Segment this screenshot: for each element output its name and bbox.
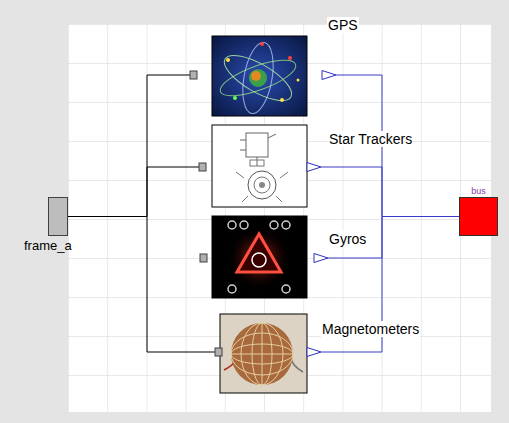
sketch [254, 177, 270, 193]
ring [228, 285, 236, 293]
frame-port [200, 254, 207, 262]
node-label: Star Trackers [328, 131, 413, 147]
sensor-block: Star Trackers [199, 125, 321, 207]
sketch [248, 171, 276, 199]
satellite [260, 42, 264, 46]
output-port [307, 163, 321, 172]
bus-connector: bus [459, 197, 498, 236]
earth [249, 69, 267, 87]
sketch [246, 133, 268, 157]
node-label: bus [470, 186, 487, 196]
satellite [280, 98, 284, 102]
satellite [297, 79, 300, 82]
frame-port [199, 163, 206, 171]
gyro-triangle [237, 234, 281, 272]
gps-picture [212, 36, 307, 116]
frame-port [190, 71, 197, 79]
sensor-block: Magnetometers [215, 314, 321, 393]
sketch [250, 160, 264, 166]
canvas [68, 24, 491, 412]
satellite [288, 56, 292, 60]
signal-wire [328, 217, 459, 259]
orbit [216, 53, 299, 103]
sketch [259, 182, 265, 188]
frame-port [215, 348, 222, 356]
sensor-block: GPS [190, 36, 336, 116]
frame-wire [68, 167, 199, 217]
node-label: frame_a [23, 238, 73, 254]
frame-wire [68, 75, 190, 217]
magnetometer-picture [220, 314, 307, 393]
ring [228, 221, 236, 229]
sketch [240, 134, 276, 166]
sketch [236, 172, 288, 202]
orbit [238, 40, 278, 116]
node-label: Magnetometers [321, 321, 420, 337]
sphere [231, 323, 293, 385]
ring [282, 285, 290, 293]
frame-connector: frame_a [48, 197, 68, 236]
magnetometer-icon [220, 314, 307, 393]
ring [282, 221, 290, 229]
node-label: Gyros [328, 231, 367, 247]
gyro-rotor [252, 253, 266, 267]
earth-land [251, 71, 261, 81]
signal-wire [321, 217, 459, 353]
output-port [314, 254, 328, 263]
signal-wire [321, 167, 459, 217]
orbit [218, 47, 298, 109]
coil [231, 323, 293, 385]
star-tracker-icon [212, 125, 307, 207]
gps-icon [212, 36, 307, 116]
grid [68, 24, 491, 412]
frame-wire [68, 217, 215, 353]
gyro-picture [212, 216, 307, 298]
ring [240, 221, 248, 229]
sensor-block: Gyros [200, 216, 328, 298]
output-port [307, 348, 321, 357]
satellite [233, 96, 237, 100]
satellite [226, 58, 230, 62]
gyro-icon [212, 216, 307, 298]
star-tracker-picture [212, 125, 307, 207]
ring [270, 221, 278, 229]
output-port [322, 71, 336, 80]
glow [227, 226, 291, 290]
node-label: GPS [327, 17, 359, 33]
